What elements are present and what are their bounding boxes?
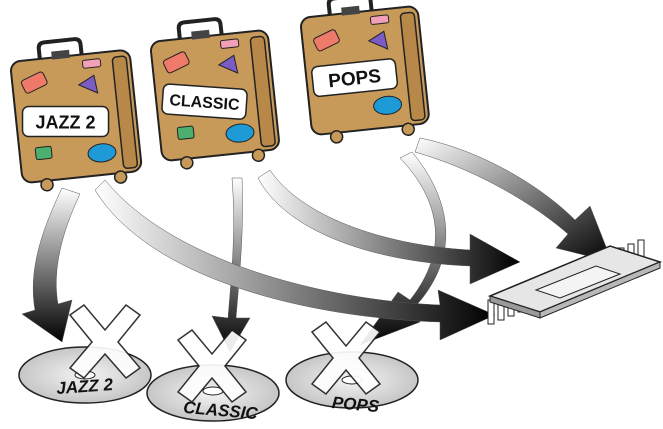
suitcase-label-classic: CLASSIC <box>169 92 241 114</box>
arrow-jazz2-to-disc <box>21 187 81 343</box>
arrow-pops-to-chip <box>414 137 613 263</box>
cross-icon <box>310 320 382 396</box>
cross-icon <box>68 303 142 380</box>
disc-label-pops: POPS <box>331 393 380 416</box>
suitcase-jazz2: JAZZ 2 <box>9 37 143 192</box>
memory-chip-icon <box>487 239 663 325</box>
suitcase-classic: CLASSIC <box>149 17 280 170</box>
suitcase-label-jazz2: JAZZ 2 <box>36 113 96 133</box>
suitcase-pops: POPS <box>299 0 430 144</box>
disc-pops: POPS <box>285 351 419 416</box>
arrow-classic-to-chip <box>257 169 521 285</box>
disc-label-jazz2: JAZZ 2 <box>56 375 114 398</box>
arrow-jazz2-to-chip <box>94 179 496 341</box>
cross-icon <box>176 328 248 404</box>
